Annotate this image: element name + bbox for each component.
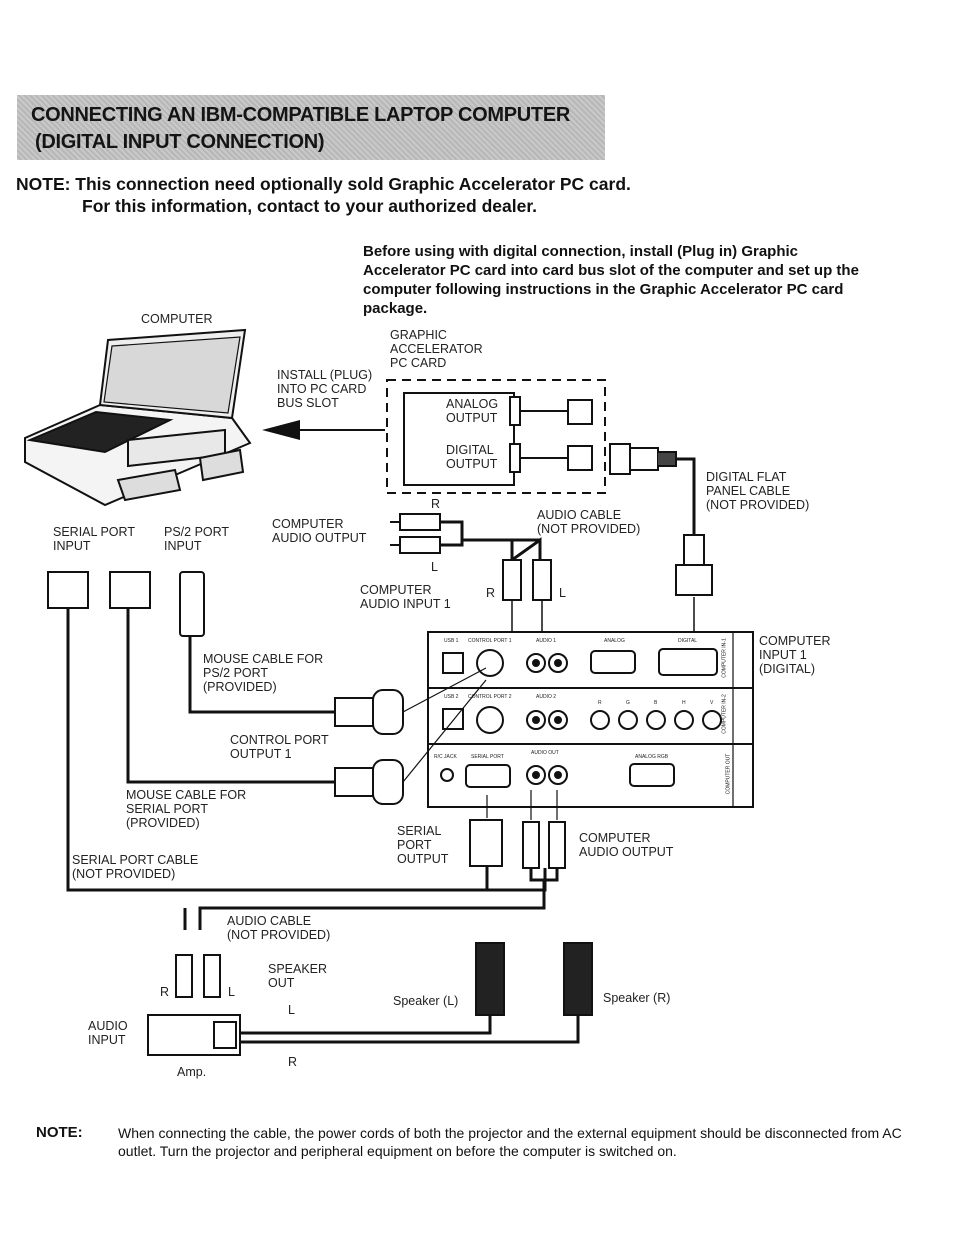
mouse-cable-serial-label: MOUSE CABLE FOR SERIAL PORT (PROVIDED) bbox=[126, 788, 247, 830]
amp-label: Amp. bbox=[177, 1065, 207, 1079]
r-speaker-label: R bbox=[288, 1055, 298, 1069]
computer-in-1-panel-label: COMPUTER IN-1 bbox=[721, 638, 728, 678]
audio-2-label: AUDIO 2 bbox=[536, 694, 557, 700]
r-top-label: R bbox=[431, 497, 441, 511]
ps2-port-input-label: PS/2 PORT INPUT bbox=[164, 525, 230, 553]
digital-panel-label: DIGITAL bbox=[678, 638, 698, 644]
l-mid-label: L bbox=[559, 586, 566, 600]
speaker-r-label: Speaker (R) bbox=[603, 991, 671, 1005]
bottom-note-heading: NOTE: bbox=[36, 1124, 83, 1141]
digital-output-label: DIGITAL OUTPUT bbox=[446, 443, 498, 471]
audio-out-panel-label: AUDIO OUT bbox=[531, 750, 559, 756]
page-title-line1: CONNECTING AN IBM-COMPATIBLE LAPTOP COMP… bbox=[31, 104, 571, 126]
title-banner: CONNECTING AN IBM-COMPATIBLE LAPTOP COMP… bbox=[17, 95, 605, 160]
audio-input-label: AUDIO INPUT bbox=[88, 1019, 128, 1047]
l-speaker-label: L bbox=[288, 1003, 295, 1017]
speaker-out-label: SPEAKER OUT bbox=[268, 962, 328, 990]
l-amp-label: L bbox=[228, 985, 235, 999]
computer-input-1-label: COMPUTER INPUT 1 (DIGITAL) bbox=[759, 634, 831, 676]
serial-port-input-label: SERIAL PORT INPUT bbox=[53, 525, 135, 553]
r-mid-label: R bbox=[486, 586, 496, 600]
top-note-line2: For this information, contact to your au… bbox=[82, 196, 538, 216]
projector-terminal-panel bbox=[427, 631, 754, 808]
install-label: INSTALL (PLUG) INTO PC CARD BUS SLOT bbox=[277, 368, 373, 410]
top-note: NOTE: This connection need optionally so… bbox=[16, 173, 631, 217]
mouse-cable-ps2-label: MOUSE CABLE FOR PS/2 PORT (PROVIDED) bbox=[203, 652, 324, 694]
r-panel-label: R bbox=[598, 700, 602, 706]
g-panel-label: G bbox=[626, 700, 630, 706]
top-audio-plugs bbox=[390, 513, 552, 640]
serial-port-panel-label: SERIAL PORT bbox=[471, 754, 504, 760]
h-panel-label: H bbox=[682, 700, 686, 706]
computer-in-2-panel-label: COMPUTER IN-2 bbox=[721, 694, 728, 734]
analog-panel-label: ANALOG bbox=[604, 638, 625, 644]
b-panel-label: B bbox=[654, 700, 658, 706]
top-note-line1: NOTE: This connection need optionally so… bbox=[16, 174, 631, 194]
laptop-illustration bbox=[24, 328, 252, 507]
speaker-l-label: Speaker (L) bbox=[393, 994, 459, 1008]
r-amp-label: R bbox=[160, 985, 170, 999]
control-port-1-label: CONTROL PORT 1 bbox=[468, 638, 512, 644]
control-port-output-1-label: CONTROL PORT OUTPUT 1 bbox=[230, 733, 329, 761]
usb1-label: USB 1 bbox=[444, 638, 459, 644]
analog-rgb-panel-label: ANALOG RGB bbox=[635, 754, 669, 760]
audio-cable-bottom-label: AUDIO CABLE (NOT PROVIDED) bbox=[227, 914, 331, 942]
analog-output-label: ANALOG OUTPUT bbox=[446, 397, 499, 425]
control-port-2-label: CONTROL PORT 2 bbox=[468, 694, 512, 700]
computer-label: COMPUTER bbox=[141, 312, 213, 326]
bottom-note-body: When connecting the cable, the power cor… bbox=[118, 1125, 902, 1159]
v-panel-label: V bbox=[710, 700, 714, 706]
computer-audio-input-1-label: COMPUTER AUDIO INPUT 1 bbox=[360, 583, 451, 611]
computer-audio-output-top-label: COMPUTER AUDIO OUTPUT bbox=[272, 517, 367, 545]
rc-jack-label: R/C JACK bbox=[434, 754, 457, 760]
graphic-card-label: GRAPHIC ACCELERATOR PC CARD bbox=[390, 328, 483, 370]
computer-out-panel-label: COMPUTER OUT bbox=[725, 753, 732, 795]
serial-port-cable-label: SERIAL PORT CABLE (NOT PROVIDED) bbox=[72, 853, 199, 881]
serial-port-output-label: SERIAL PORT OUTPUT bbox=[397, 824, 449, 866]
audio-cable-top-label: AUDIO CABLE (NOT PROVIDED) bbox=[537, 508, 641, 536]
digital-flat-panel-cable-label: DIGITAL FLAT PANEL CABLE (NOT PROVIDED) bbox=[706, 470, 810, 512]
usb2-label: USB 2 bbox=[444, 694, 459, 700]
audio-1-label: AUDIO 1 bbox=[536, 638, 557, 644]
page-title-line2: (DIGITAL INPUT CONNECTION) bbox=[35, 131, 325, 153]
computer-audio-output-bottom-label: COMPUTER AUDIO OUTPUT bbox=[579, 831, 674, 859]
instruction-text: Before using with digital connection, in… bbox=[363, 243, 859, 317]
l-top-label: L bbox=[431, 560, 438, 574]
